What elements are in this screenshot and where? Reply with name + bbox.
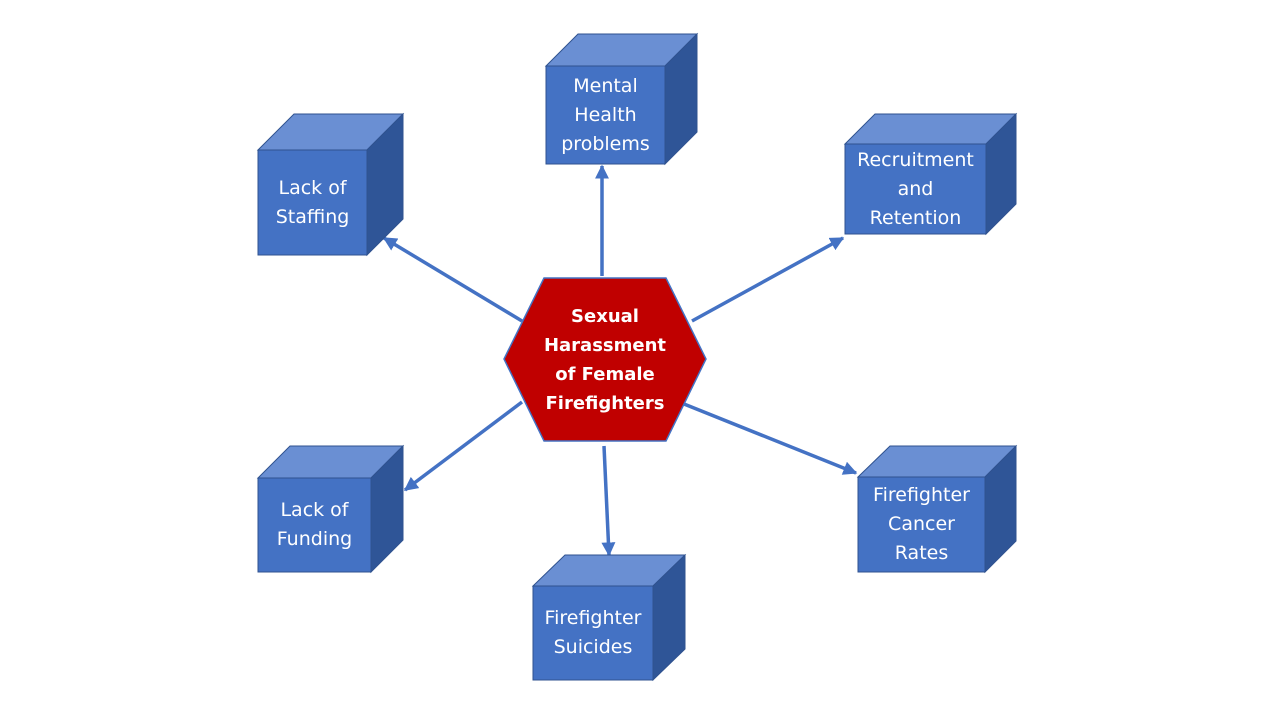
hub-label: Sexual Harassment of Female Firefighters (543, 306, 667, 414)
arrow-to-lack-of-staffing (382, 236, 523, 323)
arrow-to-firefighter-cancer-rates (683, 402, 858, 475)
arrow-to-lack-of-funding (403, 400, 524, 492)
cube-firefighter-suicides (531, 553, 687, 682)
cube-lack-of-staffing (256, 112, 405, 257)
cube-mental-health (544, 32, 699, 166)
node-label-mental-health: Mental Health problems (561, 74, 650, 155)
hub-hexagon (503, 277, 707, 442)
arrow-to-firefighter-suicides (601, 445, 616, 557)
cube-firefighter-cancer-rates (856, 444, 1018, 574)
node-label-lack-of-funding: Lack of Funding (276, 499, 353, 550)
cube-recruitment-retention (843, 112, 1018, 236)
node-label-recruitment-retention: Recruitment and Retention (857, 148, 974, 229)
arrow-to-recruitment-retention (691, 236, 845, 323)
cube-lack-of-funding (256, 444, 405, 574)
node-label-lack-of-staffing: Lack of Staffing (275, 176, 350, 228)
node-label-firefighter-cancer-rates: Firefighter Cancer Rates (873, 484, 970, 564)
node-label-firefighter-suicides: Firefighter Suicides (544, 607, 642, 658)
